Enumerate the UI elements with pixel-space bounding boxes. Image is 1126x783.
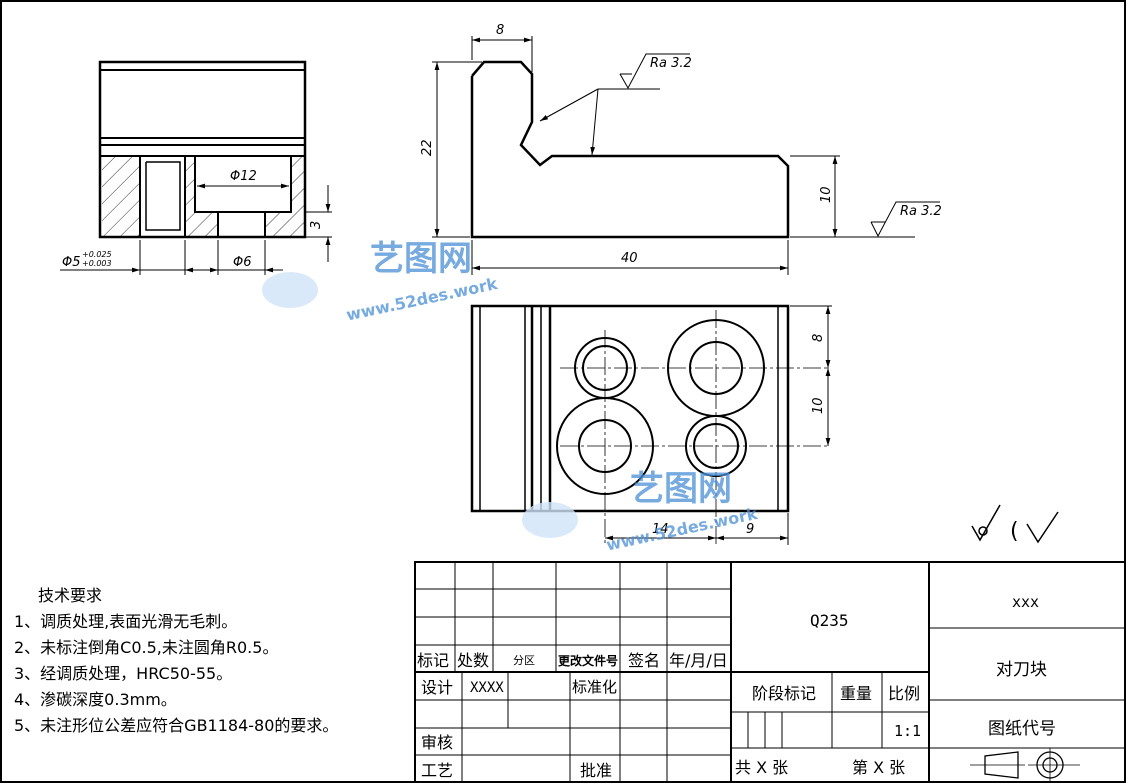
tb-stage-mark: 阶段标记: [752, 684, 816, 703]
tb-company: xxx: [1012, 593, 1039, 611]
tb-approve: 批准: [580, 761, 612, 780]
requirement-item: 4、渗碳深度0.3mm。: [14, 690, 177, 709]
tb-part-name: 对刀块: [996, 660, 1047, 680]
tb-drawing-no: 图纸代号: [988, 719, 1056, 739]
dim-top-9: 9: [746, 522, 754, 537]
tb-sheet-no: 第 X 张: [852, 758, 905, 777]
watermark-url: www.52des.work: [345, 274, 500, 325]
title-block-text: 标记 处数 分区 更改文件号 签名 年/月/日 设计 XXXX 标准化 审核 工…: [417, 593, 1056, 780]
tb-mark: 标记: [417, 651, 449, 670]
dim-dia-5-tol-lower: +0.003: [82, 259, 112, 268]
watermark-brand: 艺图网: [370, 239, 472, 279]
roughness-lower: Ra 3.2: [900, 204, 942, 219]
tb-scale-label: 比例: [888, 684, 920, 703]
tb-material: Q235: [810, 611, 849, 630]
requirement-item: 2、未标注倒角C0.5,未注圆角R0.5。: [14, 638, 279, 657]
tb-review: 审核: [421, 733, 453, 752]
dim-length-40: 40: [621, 251, 638, 266]
dim-depth-3: 3: [309, 221, 324, 229]
general-roughness-symbol: (: [971, 504, 1059, 544]
tb-standardize: 标准化: [572, 678, 617, 696]
tb-process: 工艺: [421, 761, 453, 780]
requirement-item: 1、调质处理,表面光滑无毛刺。: [14, 612, 238, 631]
tb-designer: XXXX: [470, 680, 504, 696]
requirement-item: 5、未注形位公差应符合GB1184-80的要求。: [14, 716, 339, 735]
tb-scale-value: 1:1: [894, 722, 921, 740]
general-roughness-open-paren: (: [1010, 519, 1019, 544]
dim-dia-12: Φ12: [230, 169, 257, 184]
dim-top-8: 8: [811, 334, 826, 342]
tb-zone: 分区: [513, 654, 535, 667]
tb-sheets-total: 共 X 张: [735, 758, 788, 777]
dim-height-22: 22: [420, 139, 435, 156]
dim-dia-5: Φ5: [62, 255, 81, 270]
tb-date: 年/月/日: [669, 651, 728, 670]
title-block: [414, 561, 1126, 783]
dim-height-10: 10: [819, 186, 834, 203]
requirement-item: 3、经调质处理，HRC50-55。: [14, 664, 233, 683]
top-view: 8 10 14 9: [470, 304, 832, 545]
tb-count: 处数: [457, 651, 489, 670]
roughness-upper: Ra 3.2: [650, 56, 692, 71]
tb-sign: 签名: [628, 651, 660, 670]
tb-design: 设计: [421, 678, 453, 697]
dim-width-8: 8: [496, 23, 504, 38]
dim-dia-5-tol-upper: +0.025: [82, 250, 112, 259]
tb-change-doc: 更改文件号: [558, 653, 618, 668]
front-view: 8 22 10 40 Ra 3.2 Ra 3.2: [420, 23, 942, 275]
dim-top-14: 14: [652, 522, 669, 537]
requirements-title: 技术要求: [38, 586, 103, 605]
watermark-upper: 艺图网 www.52des.work: [262, 239, 499, 325]
watermark-brand: 艺图网: [630, 469, 732, 509]
section-view: Φ12 Φ5 +0.025 +0.003 Φ6 3: [60, 60, 332, 275]
dim-top-10: 10: [811, 397, 826, 414]
dim-dia-6: Φ6: [233, 255, 252, 270]
tb-weight: 重量: [840, 684, 872, 703]
